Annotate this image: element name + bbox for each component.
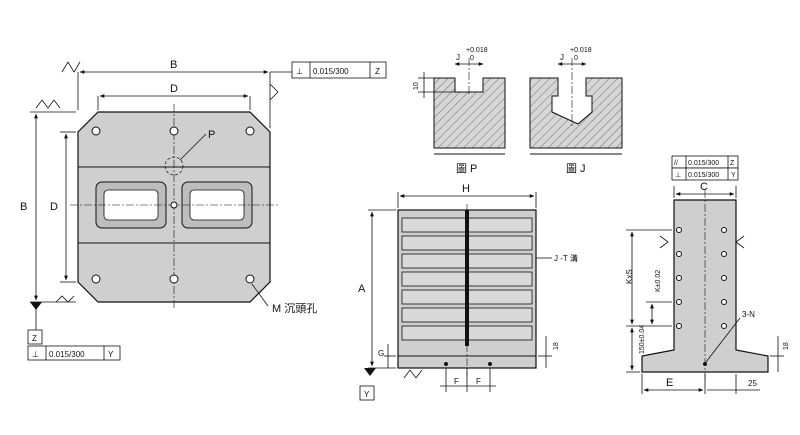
hole [91, 274, 101, 284]
svg-text:+0.018: +0.018 [570, 47, 592, 54]
svg-text:⊥: ⊥ [296, 67, 303, 76]
front-view: B D B D ⊥ 0.015/300 Z P [20, 59, 387, 361]
dim-label-25: 25 [748, 379, 757, 388]
dim-label-h: H [462, 183, 470, 195]
dim-label-18-end: 18 [783, 342, 790, 350]
svg-text:Z: Z [730, 160, 735, 167]
svg-text:+0.018: +0.018 [466, 47, 488, 54]
svg-text:⊥: ⊥ [675, 172, 681, 179]
svg-text:0.015/300: 0.015/300 [688, 160, 719, 167]
hole [91, 126, 101, 136]
callout-p: P [208, 129, 215, 141]
surface-finish-mark [269, 83, 279, 101]
dim-label-b-top: B [170, 59, 177, 71]
center-slot [465, 210, 469, 346]
dim-label-d-left: D [50, 201, 58, 213]
counterbore-holes [91, 126, 255, 284]
detail-p: J +0.018 0 10 圖 P [413, 47, 506, 175]
detail-j-j: J [560, 53, 564, 62]
tolerance-frame-bottom: ⊥ 0.015/300 Y [27, 345, 121, 361]
surface-finish-mark [55, 295, 75, 303]
end-holes [676, 227, 727, 366]
svg-text:0.015/300: 0.015/300 [688, 172, 719, 179]
hole [169, 126, 179, 136]
tolerance-frame-top: ⊥ 0.015/300 Z [270, 61, 387, 79]
svg-text:⊥: ⊥ [32, 350, 39, 359]
surface-finish-mark [61, 61, 81, 73]
svg-text:0.015/300: 0.015/300 [313, 67, 349, 76]
dim-label-d-top: D [170, 83, 178, 95]
dim-label-kxs: KxS [625, 269, 634, 284]
leader-m [251, 283, 269, 307]
detail-j: J +0.018 0 圖 J [529, 47, 623, 175]
hole [170, 201, 178, 209]
svg-text:0.015/300: 0.015/300 [49, 350, 85, 359]
callout-m: M 沉頭孔 [272, 302, 317, 315]
dim-label-a: A [358, 283, 366, 295]
side-view: H A G 18 F F Y J -T 溝 [358, 183, 578, 401]
leader-p [179, 133, 207, 161]
svg-text:0: 0 [470, 55, 474, 62]
dim-label-e: E [666, 377, 673, 389]
svg-text:Y: Y [108, 350, 114, 359]
svg-text:Z: Z [375, 67, 380, 76]
detail-j-section [529, 77, 623, 149]
dim-label-k-tol: K±0.02 [655, 270, 662, 292]
tolerance-frame-parallel: // 0.015/300 Z [671, 155, 739, 169]
dim-label-b-left: B [20, 201, 27, 213]
svg-text:Y: Y [731, 172, 736, 179]
callout-j-t-slot: J -T 溝 [554, 253, 578, 263]
hidden-hole-p [164, 156, 184, 176]
datum-y-label: Y [364, 390, 370, 399]
dim-label-150: 150±0.04 [639, 325, 646, 354]
dim-label-g: G [378, 349, 384, 358]
hole [245, 274, 255, 284]
datum-box-z [27, 329, 43, 345]
detail-p-section [433, 77, 506, 149]
dim-label-c: C [700, 181, 708, 193]
tolerance-frame-perp: ⊥ 0.015/300 Y [671, 167, 739, 181]
detail-j-caption: 圖 J [566, 162, 586, 175]
dim-label-f2: F [476, 377, 481, 386]
hole [245, 126, 255, 136]
datum-z-label: Z [32, 334, 37, 343]
datum-triangle [30, 302, 42, 310]
hole [169, 274, 179, 284]
callout-3-n: 3-N [742, 310, 755, 319]
dim-label-18-side: 18 [553, 342, 560, 350]
svg-text://: // [674, 160, 678, 167]
datum-box-y [359, 385, 375, 401]
detail-p-j: J [456, 53, 460, 62]
detail-p-depth: 10 [413, 82, 420, 90]
end-view: // 0.015/300 Z ⊥ 0.015/300 Y C KxS K±0.0… [625, 155, 790, 394]
detail-p-caption: 圖 P [456, 162, 477, 175]
dim-label-f1: F [454, 377, 459, 386]
surface-finish-mark [35, 99, 61, 109]
svg-text:0: 0 [574, 55, 578, 62]
